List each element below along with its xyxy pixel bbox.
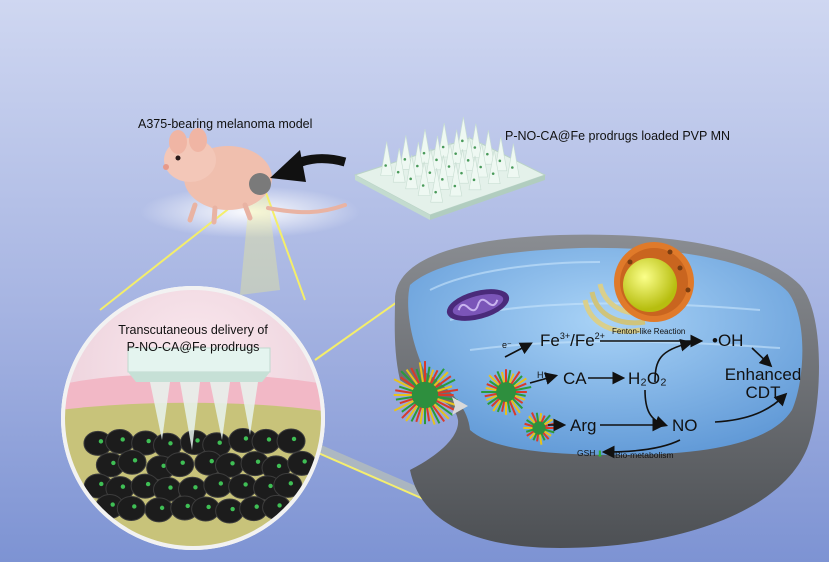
entry-arrow — [452, 397, 468, 415]
microneedle-cone — [380, 141, 394, 176]
microneedle-cone — [443, 142, 457, 177]
arg-label: Arg — [570, 416, 596, 435]
microneedle-patch — [353, 116, 547, 220]
microneedle-cone — [494, 136, 508, 172]
microneedle-cone — [468, 155, 482, 191]
microneedle-cone — [411, 141, 425, 177]
prodrug-nanoparticles — [393, 361, 556, 445]
electron-label: e⁻ — [502, 340, 512, 350]
biometabolism-label: Bio-metabolism — [615, 450, 674, 460]
microneedle-cone — [450, 129, 464, 164]
microneedle-cone — [437, 122, 451, 158]
microneedle-cone — [475, 142, 489, 178]
no-label: NO — [672, 416, 698, 435]
h2o2-label: H₂O₂ — [628, 369, 667, 388]
gsh-down-arrow-icon: ⬇ — [596, 450, 604, 460]
microneedle-cone — [424, 148, 438, 183]
microneedle-label: P-NO-CA@Fe prodrugs loaded PVP MN — [505, 129, 730, 143]
microneedle-cone — [417, 161, 431, 196]
application-arrow — [270, 150, 347, 182]
fe-ion-label: Fe3+/Fe2+ — [540, 331, 605, 350]
reaction-arrows — [504, 334, 788, 459]
cdt-label: CDT — [746, 383, 781, 402]
microneedle-cone — [462, 136, 476, 171]
microneedle-cone — [405, 154, 419, 190]
tumor-cell-blob — [116, 495, 146, 521]
microneedle-cone — [487, 149, 501, 184]
microneedle-cone — [430, 168, 444, 203]
delivery-label-line1: Transcutaneous delivery of — [118, 323, 268, 337]
microneedle-cone — [456, 116, 470, 152]
gsh-label: GSH — [577, 448, 595, 458]
enhanced-label: Enhanced — [725, 365, 802, 384]
tumor — [249, 173, 271, 195]
microneedle-cone — [399, 135, 413, 170]
zoom-circle — [61, 286, 325, 550]
nanoparticle — [481, 369, 532, 416]
tumor-cell-blob — [165, 452, 195, 478]
nanoparticle — [523, 412, 556, 445]
mouse-illustration — [163, 128, 347, 225]
ca-label: CA — [563, 369, 587, 388]
tumor-cell-blob — [228, 473, 258, 499]
microneedle-cone — [506, 143, 520, 178]
tumor-cell-blob — [105, 428, 135, 454]
microneedle-cone — [392, 148, 406, 183]
delivery-label-line2: P-NO-CA@Fe prodrugs — [127, 340, 260, 354]
microneedle-cone — [456, 149, 469, 184]
nucleus-icon — [614, 242, 694, 322]
mitochondrion-icon — [446, 289, 510, 321]
tumor-cell-blob — [215, 498, 245, 524]
tumor-cell-blob — [144, 497, 174, 523]
tumor-cell-blob — [203, 472, 233, 498]
oh-radical-label: •OH — [712, 331, 743, 350]
mouse-model-label: A375-bearing melanoma model — [138, 117, 312, 131]
microneedle-cone — [481, 130, 495, 165]
tumor-cell-blob — [276, 428, 306, 454]
tumor-cell-blob — [273, 472, 303, 498]
fenton-label: Fenton-like Reaction — [612, 327, 685, 336]
tumor-cell-blob — [117, 449, 147, 475]
microneedle-cone — [449, 161, 463, 197]
microneedle-cone — [469, 123, 483, 158]
nanoparticle — [393, 361, 459, 425]
microneedle-cone — [431, 135, 444, 171]
tumor-cell-blob — [251, 428, 281, 454]
proton-label: H⁺ — [537, 370, 548, 380]
microneedle-cone — [418, 129, 432, 164]
microneedle-cone — [436, 155, 450, 190]
